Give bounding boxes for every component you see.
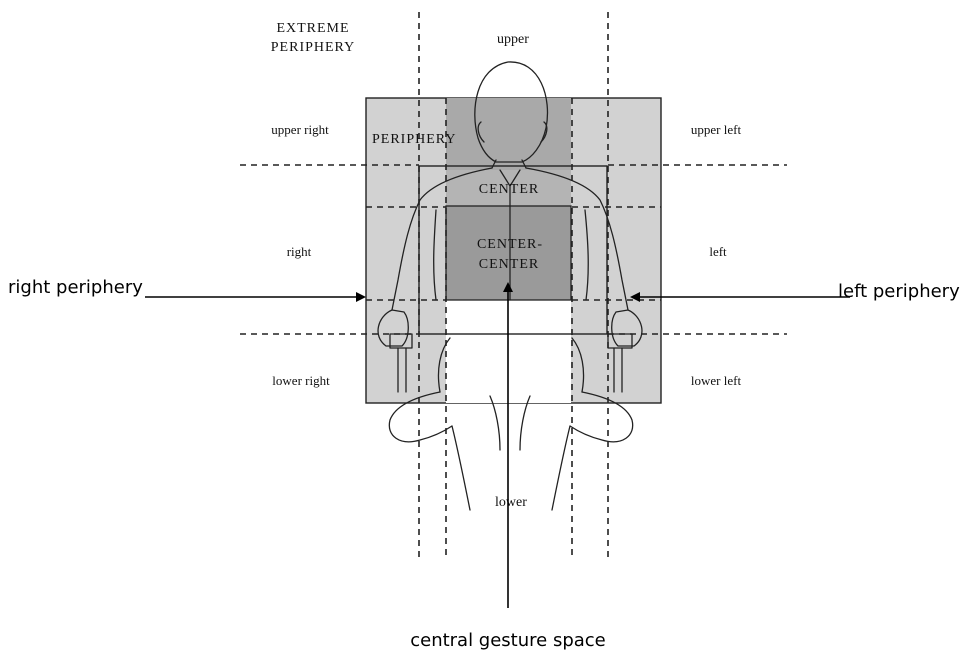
extreme-periphery-label-line2: PERIPHERY	[271, 40, 355, 55]
lower-right-label: lower right	[272, 373, 330, 388]
upper-center-band	[446, 98, 571, 170]
left-periphery-label: left periphery	[838, 281, 960, 302]
lower-left-label: lower left	[691, 373, 742, 388]
right-periphery-label: right periphery	[8, 277, 143, 298]
upper-right-label: upper right	[271, 122, 329, 137]
central-gesture-space-label: central gesture space	[410, 630, 606, 651]
right-periphery-arrow	[145, 292, 366, 302]
left-label: left	[709, 244, 727, 259]
center-center-label-line2: CENTER	[479, 257, 539, 272]
center-label: CENTER	[479, 182, 539, 197]
extreme-periphery-label-line1: EXTREME	[276, 21, 349, 36]
upper-label: upper	[497, 32, 529, 47]
center-center-label-line1: CENTER-	[477, 237, 543, 252]
left-periphery-arrow	[630, 292, 850, 302]
right-label: right	[287, 244, 312, 259]
periphery-label: PERIPHERY	[372, 132, 456, 147]
lower-label: lower	[495, 495, 527, 510]
upper-left-label: upper left	[691, 122, 742, 137]
